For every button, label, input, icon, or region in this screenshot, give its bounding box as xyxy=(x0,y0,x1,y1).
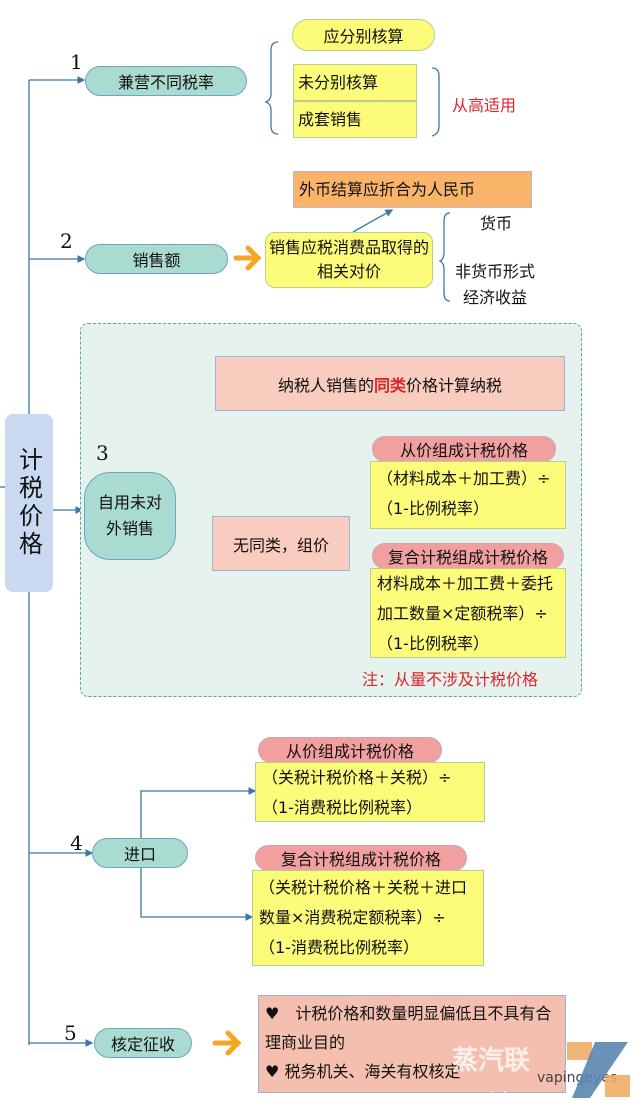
watermark-cn: 蒸汽联 xyxy=(452,1046,531,1076)
label-economic-benefit: 经济收益 xyxy=(463,288,528,307)
title-ad-valorem-self: 从价组成计税价格 xyxy=(372,436,556,462)
node-import: 进口 xyxy=(92,838,188,868)
heart-bullet-icon: ♥ xyxy=(265,1004,280,1023)
node-sales-amount: 销售额 xyxy=(85,244,228,274)
node-should-separate: 应分别核算 xyxy=(292,19,435,51)
title-ad-valorem-import: 从价组成计税价格 xyxy=(258,737,442,763)
node-assessment-conditions: ♥ 计税价格和数量明显偏低且不具有合理商业目的 ♥ 税务机关、海关有权核定 xyxy=(258,995,566,1093)
node-self-use: 自用未对外销售 xyxy=(84,472,176,560)
section-number-3: 3 xyxy=(96,441,109,465)
section-number-1: 1 xyxy=(70,50,83,74)
root-box: 计税价格 xyxy=(5,414,53,592)
formula-compound-self: 材料成本＋加工费＋委托加工数量×定额税率）÷（1-比例税率） xyxy=(370,568,566,658)
section-number-4: 4 xyxy=(70,831,83,855)
node-same-kind-price: 纳税人销售的同类价格计算纳税 xyxy=(215,356,565,411)
same-kind-text: 纳税人销售的 xyxy=(277,375,374,395)
same-kind-text-end: 价格计算纳税 xyxy=(406,375,503,395)
formula-compound-import: （关税计税价格＋关税＋进口数量×消费税定额税率）÷（1-消费税比例税率） xyxy=(252,870,484,966)
formula-ad-valorem-self: （材料成本＋加工费）÷（1-比例税率） xyxy=(370,461,566,529)
node-no-same-kind: 无同类，组价 xyxy=(212,516,350,571)
node-not-separate: 未分别核算 xyxy=(293,64,417,101)
same-kind-highlight: 同类 xyxy=(373,375,406,395)
root-label: 计税价格 xyxy=(14,447,43,559)
watermark-en: vapingeyes xyxy=(537,1070,618,1086)
label-money: 货币 xyxy=(480,214,513,233)
node-set-sale: 成套销售 xyxy=(293,101,417,138)
label-non-money: 非货币形式 xyxy=(455,262,536,281)
title-compound-self: 复合计税组成计税价格 xyxy=(372,543,564,569)
section-number-2: 2 xyxy=(60,229,73,253)
heart-bullet-icon: ♥ xyxy=(265,1062,280,1081)
node-mixed-rates: 兼营不同税率 xyxy=(85,66,247,96)
node-assessed-collection: 核定征收 xyxy=(94,1028,192,1058)
formula-ad-valorem-import: （关税计税价格＋关税）÷（1-消费税比例税率） xyxy=(255,762,485,822)
node-consideration: 销售应税消费品取得的相关对价 xyxy=(265,232,433,288)
condition-2: 税务机关、海关有权核定 xyxy=(284,1062,461,1081)
watermark-url: vapejoin.com xyxy=(455,1090,549,1106)
condition-1: 计税价格和数量明显偏低且不具有合理商业目的 xyxy=(265,1004,552,1052)
note-quantity: 注：从量不涉及计税价格 xyxy=(362,670,539,689)
section-number-5: 5 xyxy=(64,1021,77,1045)
title-compound-import: 复合计税组成计税价格 xyxy=(255,845,467,871)
highest-rate-note: 从高适用 xyxy=(452,96,517,115)
node-foreign-currency: 外币结算应折合为人民币 xyxy=(293,171,532,208)
